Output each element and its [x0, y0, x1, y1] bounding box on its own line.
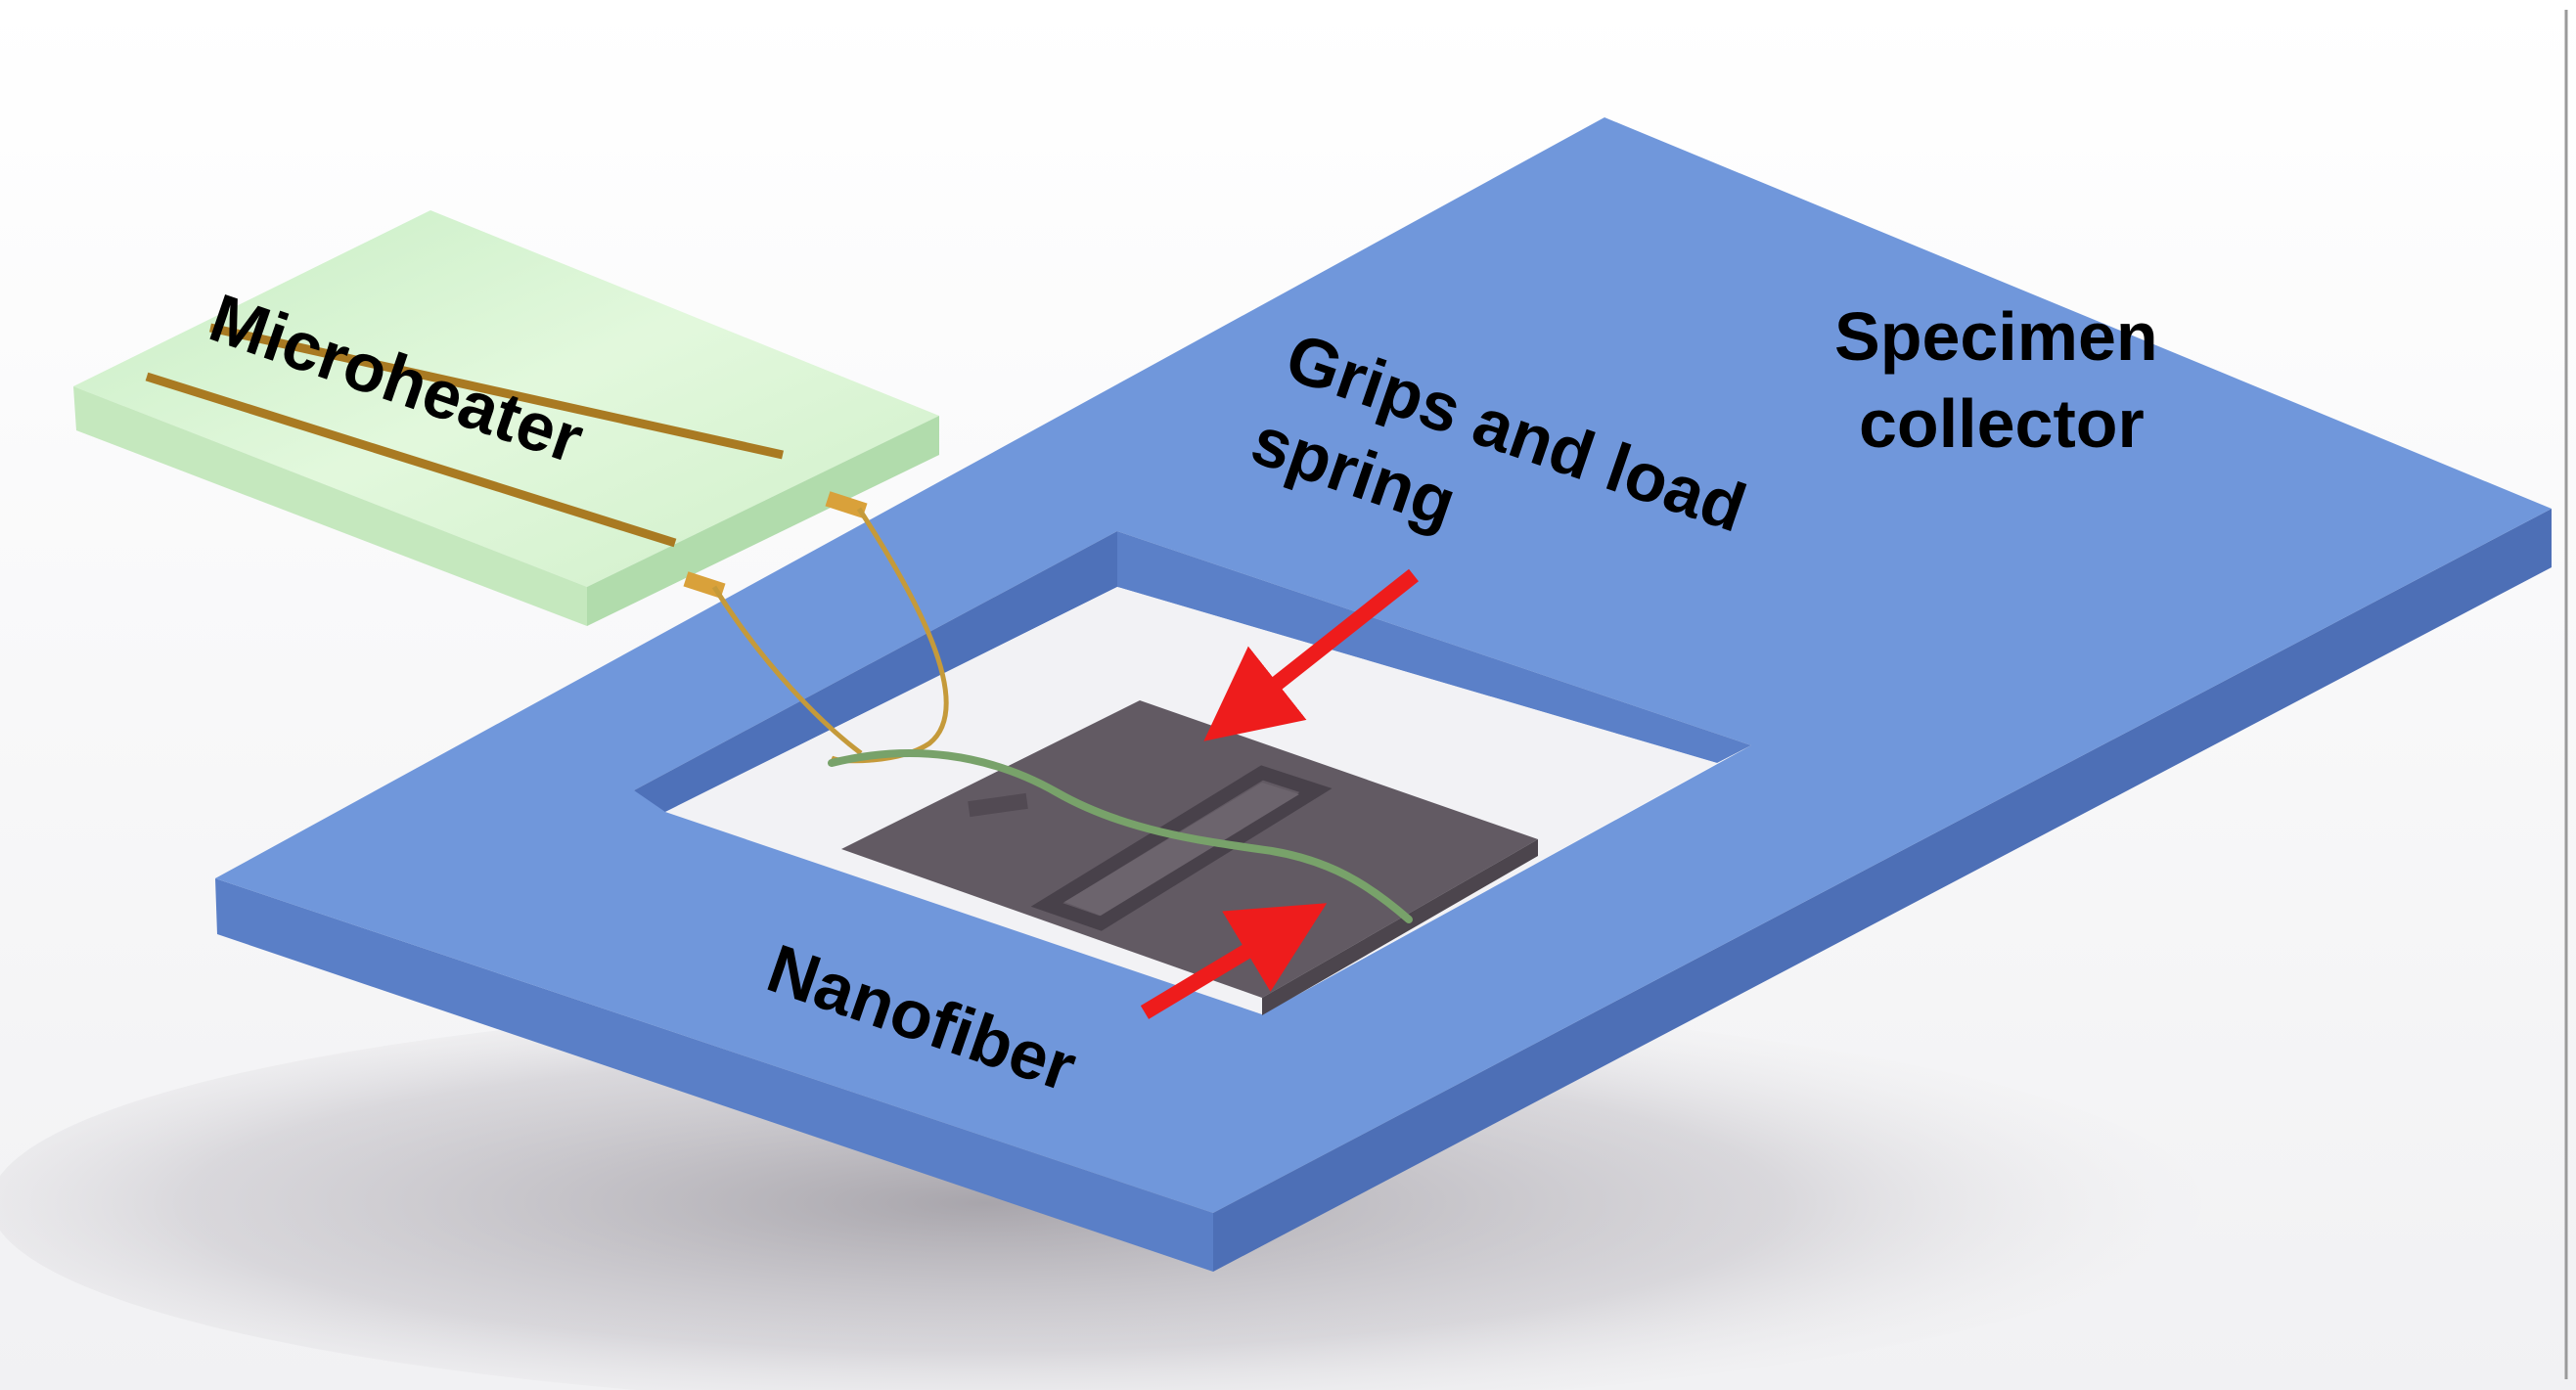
heater-front [73, 386, 587, 626]
collector-left-side [215, 878, 1213, 1272]
arrow-nanofiber [1140, 903, 1328, 1019]
heater-pad-1 [825, 491, 868, 518]
specimen-collector [215, 117, 2552, 1272]
grip-pad [968, 792, 1028, 818]
heater-trace-2 [145, 372, 677, 548]
collector-top-face [215, 117, 2552, 1213]
grips-and-load-spring-structure [968, 765, 1333, 931]
arrow-grips [1203, 568, 1419, 741]
heater-right [587, 416, 939, 626]
collector-right-side [1213, 509, 2552, 1272]
heater-wire-2 [711, 585, 863, 755]
heater-top [73, 210, 939, 587]
spring-frame-inner [1064, 783, 1299, 916]
chip-side [1262, 839, 1538, 1015]
heater-trace-1 [209, 323, 784, 460]
microheater [73, 210, 939, 626]
window-right-wall [1117, 531, 1751, 763]
label-specimen-line2: collector [1859, 385, 2145, 462]
window-back-wall [634, 531, 1117, 812]
label-specimen-line1: Specimen [1834, 298, 2158, 375]
nanofiber [828, 749, 1413, 923]
spring-frame-outer [1030, 765, 1333, 931]
